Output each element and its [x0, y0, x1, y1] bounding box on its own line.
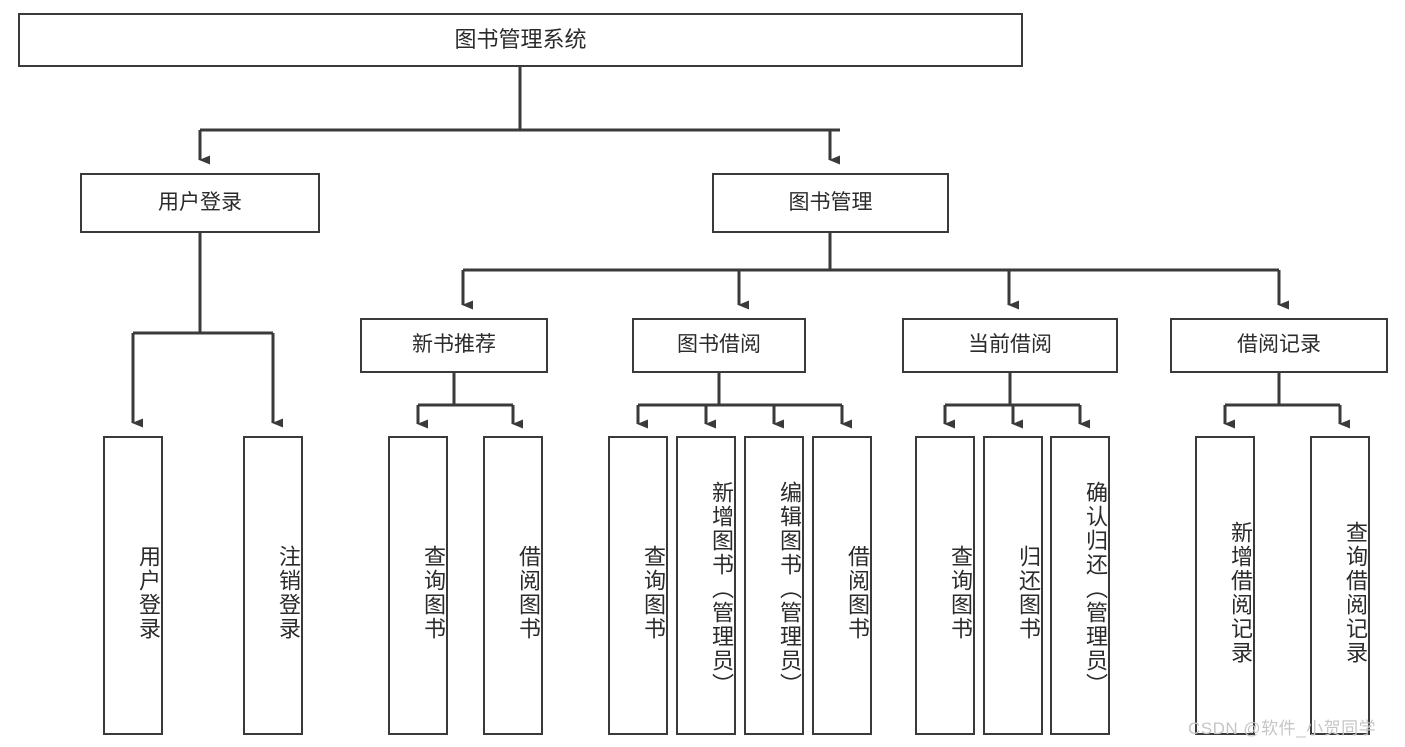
node-root[interactable]: 图书管理系统 [18, 13, 1023, 67]
node-current-borrow[interactable]: 当前借阅 [902, 318, 1118, 373]
node-new-book-recommend[interactable]: 新书推荐 [360, 318, 548, 373]
leaf-query-borrow-record[interactable]: 查询借阅记录 [1310, 436, 1370, 735]
leaf-borrow-book[interactable]: 借阅图书 [812, 436, 872, 735]
watermark: CSDN @软件_小贺同学 [1188, 719, 1377, 738]
node-user-login[interactable]: 用户登录 [80, 173, 320, 233]
leaf-add-borrow-record[interactable]: 新增借阅记录 [1195, 436, 1255, 735]
node-book-borrow[interactable]: 图书借阅 [632, 318, 806, 373]
leaf-add-book[interactable]: 新增图书（管理员） [676, 436, 736, 735]
node-book-manage[interactable]: 图书管理 [712, 173, 949, 233]
leaf-confirm-return[interactable]: 确认归还（管理员） [1050, 436, 1110, 735]
leaf-user-login[interactable]: 用户登录 [103, 436, 163, 735]
leaf-edit-book[interactable]: 编辑图书（管理员） [744, 436, 804, 735]
leaf-query-book-recommend[interactable]: 查询图书 [388, 436, 448, 735]
leaf-logout[interactable]: 注销登录 [243, 436, 303, 735]
leaf-borrow-book-recommend[interactable]: 借阅图书 [483, 436, 543, 735]
node-borrow-record[interactable]: 借阅记录 [1170, 318, 1388, 373]
leaf-return-book[interactable]: 归还图书 [983, 436, 1043, 735]
leaf-query-book-current[interactable]: 查询图书 [915, 436, 975, 735]
leaf-query-book-borrow[interactable]: 查询图书 [608, 436, 668, 735]
